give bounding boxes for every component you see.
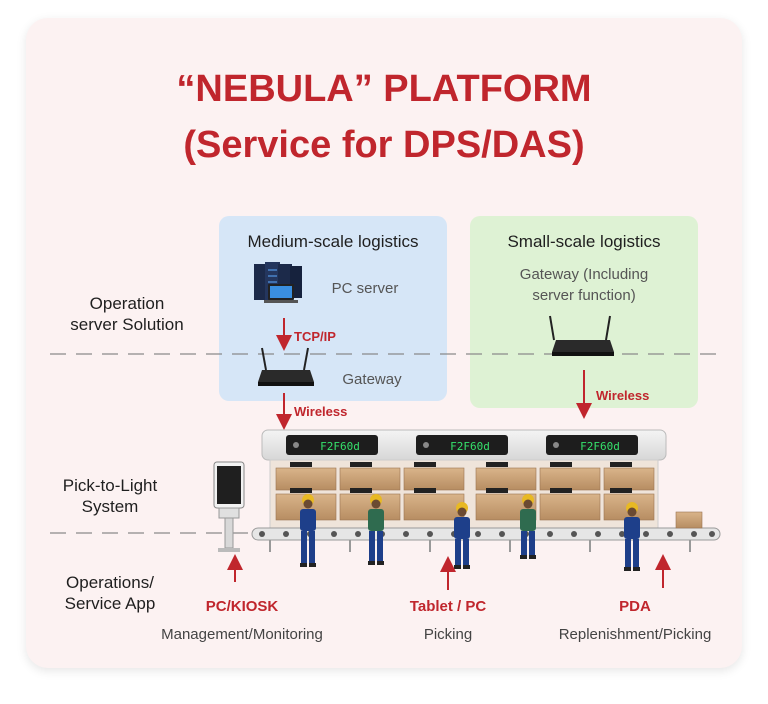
layer-label-server-2: server Solution [70, 315, 184, 334]
worker-icon-1 [300, 494, 316, 567]
layer-label-ptl-2: System [81, 497, 139, 516]
layer-label-ptl-1: Pick-to-Light [62, 476, 158, 495]
gateway-server-label-2: server function) [532, 287, 636, 304]
display-unit-1 [286, 435, 378, 455]
medium-scale-title: Medium-scale logistics [247, 232, 419, 251]
medium-scale-panel [219, 216, 447, 401]
gateway-router-icon-small [549, 315, 614, 356]
gateway-server-label-1: Gateway (Including [519, 266, 649, 283]
title-line-1: “NEBULA” PLATFORM [176, 68, 592, 110]
wireless-label-medium: Wireless [294, 404, 348, 419]
app-sub-picking: Picking [423, 626, 473, 643]
pc-server-icon [254, 262, 302, 303]
app-label-pc-kiosk: PC/KIOSK [205, 598, 279, 615]
tcpip-label: TCP/IP [294, 329, 336, 344]
display-unit-2 [416, 435, 508, 455]
app-sub-replenishment: Replenishment/Picking [558, 626, 712, 643]
display-text-2: F2F60d [450, 440, 490, 453]
small-scale-title: Small-scale logistics [507, 232, 661, 251]
pc-server-label: PC server [331, 280, 399, 297]
gateway-router-icon-medium [258, 347, 314, 386]
app-sub-management: Management/Monitoring [161, 626, 323, 643]
worker-icon-2 [368, 494, 384, 565]
layer-label-server-1: Operation [89, 294, 165, 313]
worker-icon-3 [454, 502, 470, 569]
display-text-1: F2F60d [320, 440, 360, 453]
worker-icon-4 [520, 494, 536, 559]
layer-label-app-2: Service App [64, 594, 156, 613]
app-label-tablet-pc: Tablet / PC [409, 598, 487, 615]
kiosk-icon [213, 461, 245, 552]
title-line-2: (Service for DPS/DAS) [183, 124, 585, 166]
wireless-label-small: Wireless [596, 388, 650, 403]
app-label-pda: PDA [619, 598, 651, 615]
box-on-conveyor [675, 511, 703, 529]
worker-icon-5 [624, 502, 640, 571]
gateway-label: Gateway [342, 371, 402, 388]
layer-label-app-1: Operations/ [66, 573, 154, 592]
display-unit-3 [546, 435, 638, 455]
display-text-3: F2F60d [580, 440, 620, 453]
